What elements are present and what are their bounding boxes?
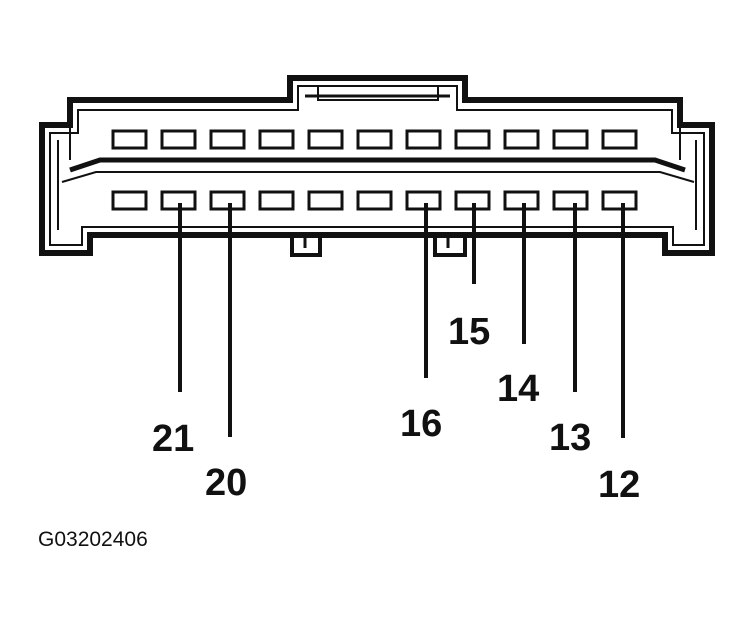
bottom-row-pin-cavity [258,190,295,211]
pin-label-21: 21 [152,418,194,460]
pin-label-15: 15 [448,311,490,353]
top-row-pin-cavity [209,129,246,150]
housing-inner-outline [49,85,705,246]
top-row-pin-cavity [552,129,589,150]
left-inner-wall [57,125,71,230]
bottom-pin-row [111,190,638,211]
bottom-key-left [290,235,322,257]
pin-labels: 21 20 16 15 14 13 12 [152,311,640,506]
pin-label-14: 14 [497,368,539,410]
bottom-row-pin-cavity [601,190,638,211]
top-row-pin-cavity [111,129,148,150]
housing-outline [39,75,715,256]
row-divider [69,157,686,173]
bottom-row-pin-cavity [405,190,442,211]
pin-label-16: 16 [400,403,442,445]
top-row-pin-cavity [307,129,344,150]
bottom-row-pin-cavity [356,190,393,211]
bottom-row-pin-cavity [552,190,589,211]
top-row-pin-cavity [503,129,540,150]
top-row-pin-cavity [601,129,638,150]
top-row-pin-cavity [356,129,393,150]
top-row-pin-cavity [454,129,491,150]
pin-label-20: 20 [205,462,247,504]
bottom-key-right [433,235,467,257]
latch-tab [317,85,439,101]
pin-label-12: 12 [598,464,640,506]
connector-housing [39,75,715,257]
top-row-pin-cavity [160,129,197,150]
figure-code: G03202406 [38,528,148,551]
bottom-row-pin-cavity [503,190,540,211]
right-inner-wall [679,125,697,230]
top-pin-row [111,129,638,150]
top-row-pin-cavity [258,129,295,150]
bottom-row-pin-cavity [307,190,344,211]
pin-label-13: 13 [549,417,591,459]
top-row-pin-cavity [405,129,442,150]
bottom-row-pin-cavity [111,190,148,211]
row-divider-inner [61,171,695,183]
leader-lines [178,203,625,438]
bottom-row-pin-cavity [209,190,246,211]
